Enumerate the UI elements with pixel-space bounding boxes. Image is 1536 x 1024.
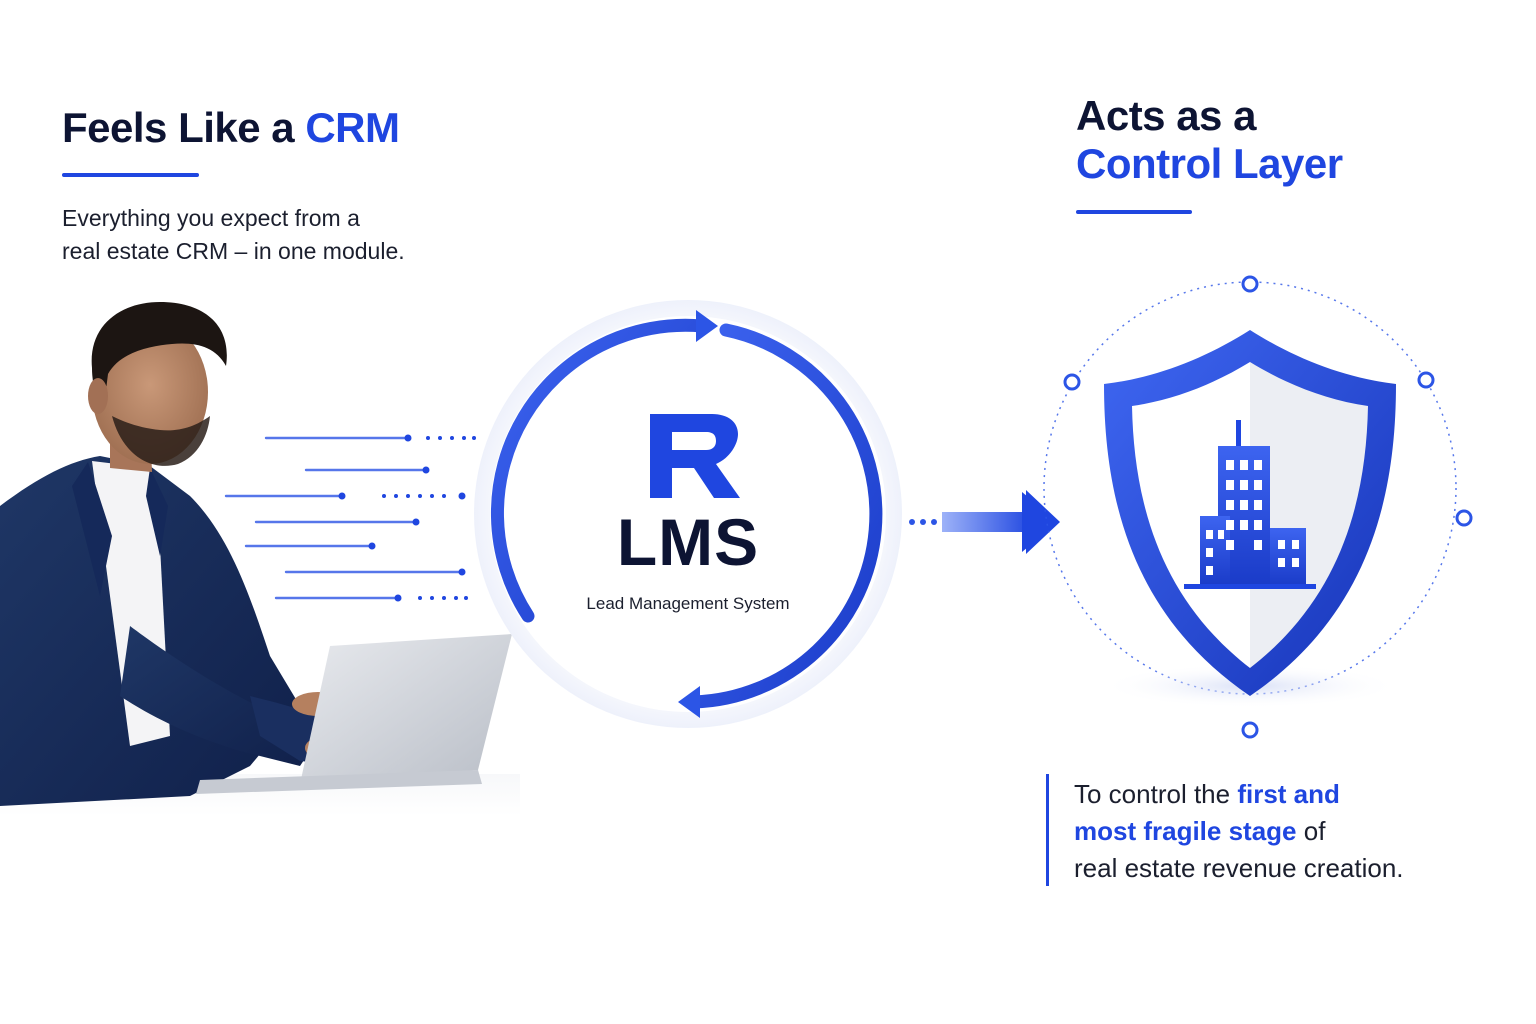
- shield-building-icon: [1043, 275, 1473, 739]
- caption-accent-bar: [1046, 774, 1049, 886]
- caption-line3: real estate revenue creation.: [1074, 853, 1404, 883]
- lms-description: Lead Management System: [586, 594, 790, 613]
- left-heading-highlight: CRM: [305, 104, 400, 151]
- r-logo-icon: [650, 414, 740, 498]
- caption-line1: To control the first and: [1074, 776, 1494, 813]
- person-with-laptop-icon: [0, 302, 520, 816]
- caption-line2: most fragile stage of: [1074, 813, 1494, 850]
- left-subtitle-line1: Everything you expect from a: [62, 205, 360, 231]
- caption-highlight-1: first and: [1237, 779, 1340, 809]
- right-heading: Acts as a Control Layer: [1076, 92, 1343, 188]
- caption-pre: To control the: [1074, 779, 1238, 809]
- motion-lines: [224, 434, 476, 602]
- right-caption: To control the first and most fragile st…: [1074, 776, 1494, 887]
- right-heading-line2: Control Layer: [1076, 140, 1343, 187]
- lms-title: LMS: [616, 505, 760, 579]
- left-subtitle: Everything you expect from a real estate…: [62, 202, 482, 268]
- circular-arrows-icon: [474, 300, 902, 728]
- building-icon: [1184, 420, 1316, 589]
- right-heading-underline: [1076, 210, 1192, 214]
- left-heading-plain: Feels Like a: [62, 104, 306, 151]
- caption-highlight-2: most fragile stage: [1074, 816, 1297, 846]
- caption-post: of: [1296, 816, 1326, 846]
- left-subtitle-line2: real estate CRM – in one module.: [62, 238, 405, 264]
- lms-center: LMS Lead Management System: [478, 292, 898, 732]
- right-heading-line1: Acts as a: [1076, 92, 1256, 139]
- right-arrow-icon: [909, 490, 1060, 554]
- left-heading-underline: [62, 173, 199, 177]
- left-heading: Feels Like a CRM: [62, 104, 400, 152]
